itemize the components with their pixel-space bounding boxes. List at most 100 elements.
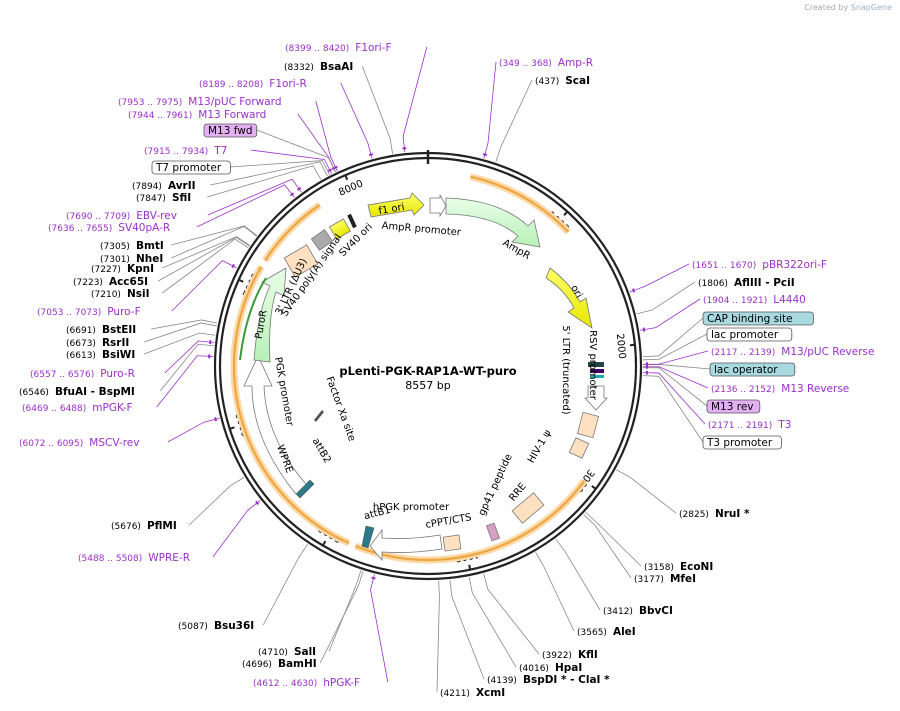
label-coord: (7847)	[136, 194, 166, 204]
ampr-promoter-arrow	[429, 194, 447, 218]
primer-label: (1651 .. 1670) pBR322ori-F	[692, 259, 827, 271]
label-name: PflMI	[147, 520, 177, 532]
label-name: NsiI	[127, 288, 150, 300]
feature-tag-box	[706, 327, 793, 342]
feature-tag: CAP binding site	[702, 311, 814, 326]
feature-shapes	[239, 192, 608, 562]
label-name: T7	[213, 145, 227, 157]
label-name: Puro-F	[107, 306, 140, 318]
label-coord: (7305)	[100, 242, 130, 252]
label-coord: (3412)	[603, 607, 633, 617]
label-text: (5087)Bsu36I	[178, 620, 254, 632]
label-text: (6691)BstEII	[66, 324, 136, 336]
feature-tag-box	[709, 362, 796, 377]
orf-arc-halo	[262, 202, 322, 263]
leader-line	[642, 372, 706, 425]
label-name: M13/pUC Reverse	[781, 346, 874, 358]
label-text: (2171 .. 2191)T3	[708, 419, 791, 431]
label-name: L4440	[773, 294, 806, 306]
enzyme-label: (1806)AflIII - PciI	[698, 277, 795, 289]
label-name: AvrII	[168, 180, 196, 192]
label-coord: (1904 .. 1921)	[703, 296, 767, 306]
leader-line	[315, 100, 338, 172]
map-labels: (8399 .. 8420)F1ori-F(8332)BsaAI(8189 ..…	[19, 42, 874, 699]
label-name: BfuAI - BspMI	[55, 386, 135, 398]
leader-line	[402, 46, 428, 153]
label-coord: (437)	[535, 77, 559, 87]
ruler-tick	[344, 174, 349, 181]
ampr-arrow	[445, 197, 541, 248]
feature-label: AmpR promoter	[381, 221, 462, 239]
label-name: NruI *	[715, 508, 750, 520]
feature-tag-text: M13 fwd	[208, 125, 253, 137]
label-coord: (5676)	[111, 522, 141, 532]
label-text: (3412)BbvCI	[603, 605, 673, 617]
label-name: Acc65I	[109, 276, 148, 288]
cppt-box	[442, 534, 462, 552]
feature-label: SV40 poly(A) signal	[279, 232, 344, 318]
label-text: (7953 .. 7975)M13/pUC Forward	[118, 96, 281, 108]
enzyme-label: (7301)NheI	[100, 253, 163, 265]
leader-line	[639, 298, 701, 331]
feature-tag-box	[203, 123, 258, 138]
label-name: KpnI	[127, 263, 154, 275]
primer-label: (6557 .. 6576)Puro-R	[30, 368, 135, 380]
orf-arc	[264, 204, 321, 262]
credit-prefix: Created by	[804, 3, 849, 12]
leader-line	[583, 514, 632, 579]
feature-tag-text: T7 promoter	[155, 162, 222, 174]
label-text: (4139)BspDI * - ClaI *	[487, 674, 610, 686]
label-name: AflIII - PciI	[734, 277, 795, 289]
label-name: pBR322ori-F	[762, 259, 827, 271]
label-name: F1ori-R	[269, 78, 306, 90]
label-name: T3	[777, 419, 791, 431]
enzyme-label: (7210)NsiI	[91, 288, 149, 300]
label-coord: (2136 .. 2152)	[711, 385, 775, 395]
label-coord: (3922)	[542, 651, 572, 661]
label-coord: (7636 .. 7655)	[48, 224, 112, 234]
leader-line	[436, 580, 440, 693]
feature-tag-text: lac operator	[714, 364, 778, 376]
label-text: (4696)BamHI	[242, 658, 317, 670]
label-text: (7227)KpnI	[91, 263, 154, 275]
leader-line	[636, 281, 696, 315]
hiv-psi-box	[576, 411, 600, 439]
enzyme-label: (3158)EcoNI	[644, 561, 713, 573]
label-text: (7210)NsiI	[91, 288, 149, 300]
ltr3-box	[283, 244, 319, 278]
leader-line	[171, 260, 237, 312]
leader-line	[449, 579, 485, 680]
feature-tag-box	[706, 399, 761, 414]
primer-site-mark	[642, 327, 646, 332]
enzyme-label: (4211)XcmI	[440, 687, 505, 699]
label-text: (1904 .. 1921) L4440	[703, 294, 806, 306]
leader-line	[164, 340, 215, 374]
primer-site-mark	[231, 263, 235, 269]
label-coord: (4710)	[258, 648, 288, 658]
ltr5-arrow	[584, 385, 608, 411]
enzyme-label: (6691)BstEII	[66, 324, 136, 336]
label-coord: (6557 .. 6576)	[30, 370, 94, 380]
leader-line	[468, 576, 517, 668]
label-name: MfeI	[670, 573, 696, 585]
enzyme-label: (437)ScaI	[535, 75, 590, 87]
label-text: (8332)BsaAI	[284, 61, 353, 73]
enzyme-label: (7223)Acc65I	[73, 276, 148, 288]
feature-label: gp41 peptide	[477, 452, 515, 517]
label-coord: (6469 .. 6488)	[22, 404, 86, 414]
gp41-box	[485, 522, 501, 542]
leader-line	[230, 160, 331, 175]
feature-label: HIV-1 ψ	[526, 428, 554, 465]
leader-line	[159, 343, 214, 392]
ori-arrow	[545, 267, 593, 329]
enzyme-label: (6673)RsrII	[66, 337, 129, 349]
label-text: (2825)NruI *	[679, 508, 750, 520]
label-text: (7305)BmtI	[100, 240, 164, 252]
feature-label: RSV promoter	[587, 330, 598, 401]
ruler-tick	[238, 278, 244, 283]
label-coord: (1651 .. 1670)	[692, 261, 756, 271]
label-text: (7894)AvrII	[132, 180, 196, 192]
rsv-promoter-mark	[588, 362, 604, 367]
label-text: (7636 .. 7655)SV40pA-R	[48, 222, 170, 234]
label-name: RsrII	[102, 337, 129, 349]
